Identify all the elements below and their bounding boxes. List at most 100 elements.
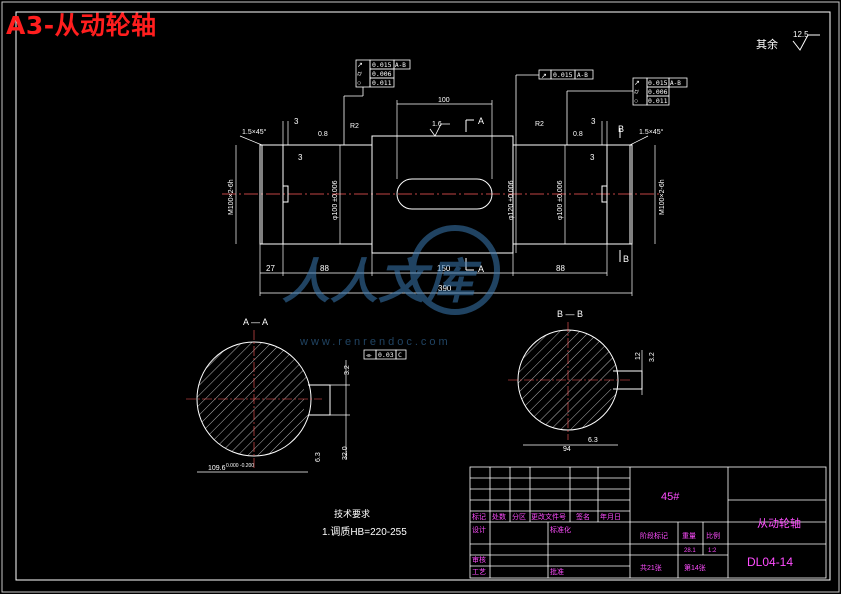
tb-approve: 批准	[550, 567, 564, 576]
dim-segment-1: 27	[266, 264, 275, 273]
tb-stage: 阶段标记	[640, 531, 668, 540]
tol-mid-datum: A-B	[577, 72, 588, 79]
dim-key-length: 100	[438, 97, 450, 104]
tb-process: 工艺	[472, 568, 486, 576]
tolerance-frame-left	[343, 59, 411, 145]
section-a-roughness: 6.3	[315, 452, 322, 462]
dim-thread-left: M100×2-6h	[228, 179, 235, 215]
tol-right-3-symbol: ○	[634, 98, 638, 105]
section-a-frame-value: 0.03	[378, 351, 394, 359]
dim-groove-right-2: 3	[590, 153, 595, 162]
shaft-outline	[259, 135, 633, 254]
tolerance-frame-mid	[515, 69, 594, 136]
dim-roughness-right: 0.8	[573, 131, 583, 138]
tol-left-2-symbol: ⌭	[357, 71, 362, 78]
tol-left-3-symbol: ○	[357, 80, 361, 87]
dim-fillet-left: R2	[350, 123, 359, 130]
tol-left-1-datum: A-B	[395, 62, 406, 69]
tol-left-1: 0.015	[372, 61, 392, 69]
dim-thread-right: M100×2-6h	[659, 179, 666, 215]
watermark-text: 人人文库	[282, 256, 482, 309]
dim-chamfer-left: 1.5×45°	[242, 128, 267, 136]
dim-key-roughness: 1.6	[432, 121, 442, 128]
tb-standard: 标准化	[550, 525, 571, 534]
tol-left-1-symbol: ↗	[357, 62, 363, 69]
tol-right-2: 0.006	[648, 88, 668, 96]
roughness-symbol	[792, 34, 820, 51]
tb-sheets: 共21张	[640, 563, 662, 572]
tb-count: 处数	[492, 512, 506, 521]
tb-zone: 分区	[512, 512, 526, 521]
dim-segment-4: 88	[556, 264, 565, 273]
section-a-a	[186, 330, 407, 473]
tb-sign: 签名	[576, 512, 590, 521]
tb-change: 更改文件号	[531, 512, 566, 521]
tb-design: 设计	[472, 525, 486, 534]
dim-fillet-right: R2	[535, 121, 544, 128]
tb-weight-label: 重量	[682, 532, 696, 540]
section-a-side: 3.2	[344, 365, 351, 375]
watermark-logo	[410, 225, 500, 315]
section-b-label: B — B	[557, 309, 583, 319]
dim-dia-left: φ100 ±0.006	[332, 180, 339, 220]
dim-dia-right: φ100 ±0.006	[557, 180, 564, 220]
tol-right-1: 0.015	[648, 79, 668, 87]
surface-note-label: 其余	[756, 37, 778, 51]
tol-right-1-symbol: ↗	[634, 80, 640, 87]
tb-date: 年月日	[600, 512, 621, 521]
tol-left-2: 0.006	[372, 70, 392, 78]
tb-mark: 标记	[472, 512, 486, 521]
tech-req-title: 技术要求	[334, 508, 370, 519]
dim-chamfer-right: 1.5×45°	[639, 128, 664, 136]
dim-segment-3: 150	[437, 264, 451, 273]
part-name: 从动轮轴	[757, 516, 801, 530]
watermark-url: www.renrendoc.com	[299, 336, 451, 348]
section-a-dim: 109.6	[208, 465, 226, 472]
section-b-side: 3.2	[649, 352, 656, 362]
tb-scale: 1:2	[708, 548, 717, 554]
drawing-number: DL04-14	[747, 555, 793, 569]
section-markers	[465, 119, 621, 271]
tol-right-3: 0.011	[648, 97, 668, 105]
section-b-dim: 94	[563, 446, 571, 453]
tolerance-frame-right	[566, 77, 688, 145]
dim-groove-right: 3	[591, 117, 596, 126]
dim-groove-left: 3	[294, 117, 299, 126]
section-a-label: A — A	[243, 317, 268, 327]
dim-roughness-left: 0.8	[318, 131, 328, 138]
section-b-b	[508, 322, 643, 446]
dim-groove-left-2: 3	[298, 153, 303, 162]
title-block	[469, 466, 827, 579]
inner-frame	[15, 11, 831, 581]
tol-mid-symbol: ↗	[541, 73, 547, 80]
tol-right-1-datum: A-B	[670, 80, 681, 87]
dimension-lines	[235, 100, 656, 296]
tb-sheet-number: 第14张	[684, 563, 706, 572]
dim-dia-center: φ120 ±0.006	[508, 180, 515, 220]
tb-review: 审核	[472, 555, 486, 564]
surface-note-roughness: 12.5	[793, 30, 809, 39]
tol-mid: 0.015	[553, 71, 573, 79]
page-title: A3-从动轮轴	[6, 11, 157, 40]
section-a-key: 32.0	[342, 446, 349, 460]
tb-weight: 28.1	[684, 548, 696, 554]
material: 45#	[661, 491, 680, 503]
tol-left-3: 0.011	[372, 79, 392, 87]
cut-label-b-top: B	[618, 124, 624, 134]
section-b-roughness: 6.3	[588, 437, 598, 444]
tb-scale-label: 比例	[706, 531, 720, 540]
section-a-frame-datum: C	[398, 351, 402, 359]
section-a-tol: 0.000 -0.200	[226, 463, 254, 469]
cut-label-b-bottom: B	[623, 254, 629, 264]
dim-segment-2: 88	[320, 264, 329, 273]
watermark: 人人文库 www.renrendoc.com	[282, 225, 500, 348]
dim-total: 390	[438, 284, 452, 293]
cut-label-a-bottom: A	[478, 264, 484, 274]
key-roughness-symbol	[429, 123, 450, 137]
tol-right-2-symbol: ⌭	[634, 89, 639, 96]
section-a-frame-symbol: ⌯	[366, 352, 372, 359]
section-b-key: 12	[635, 352, 642, 360]
cut-label-a-top: A	[478, 116, 484, 126]
